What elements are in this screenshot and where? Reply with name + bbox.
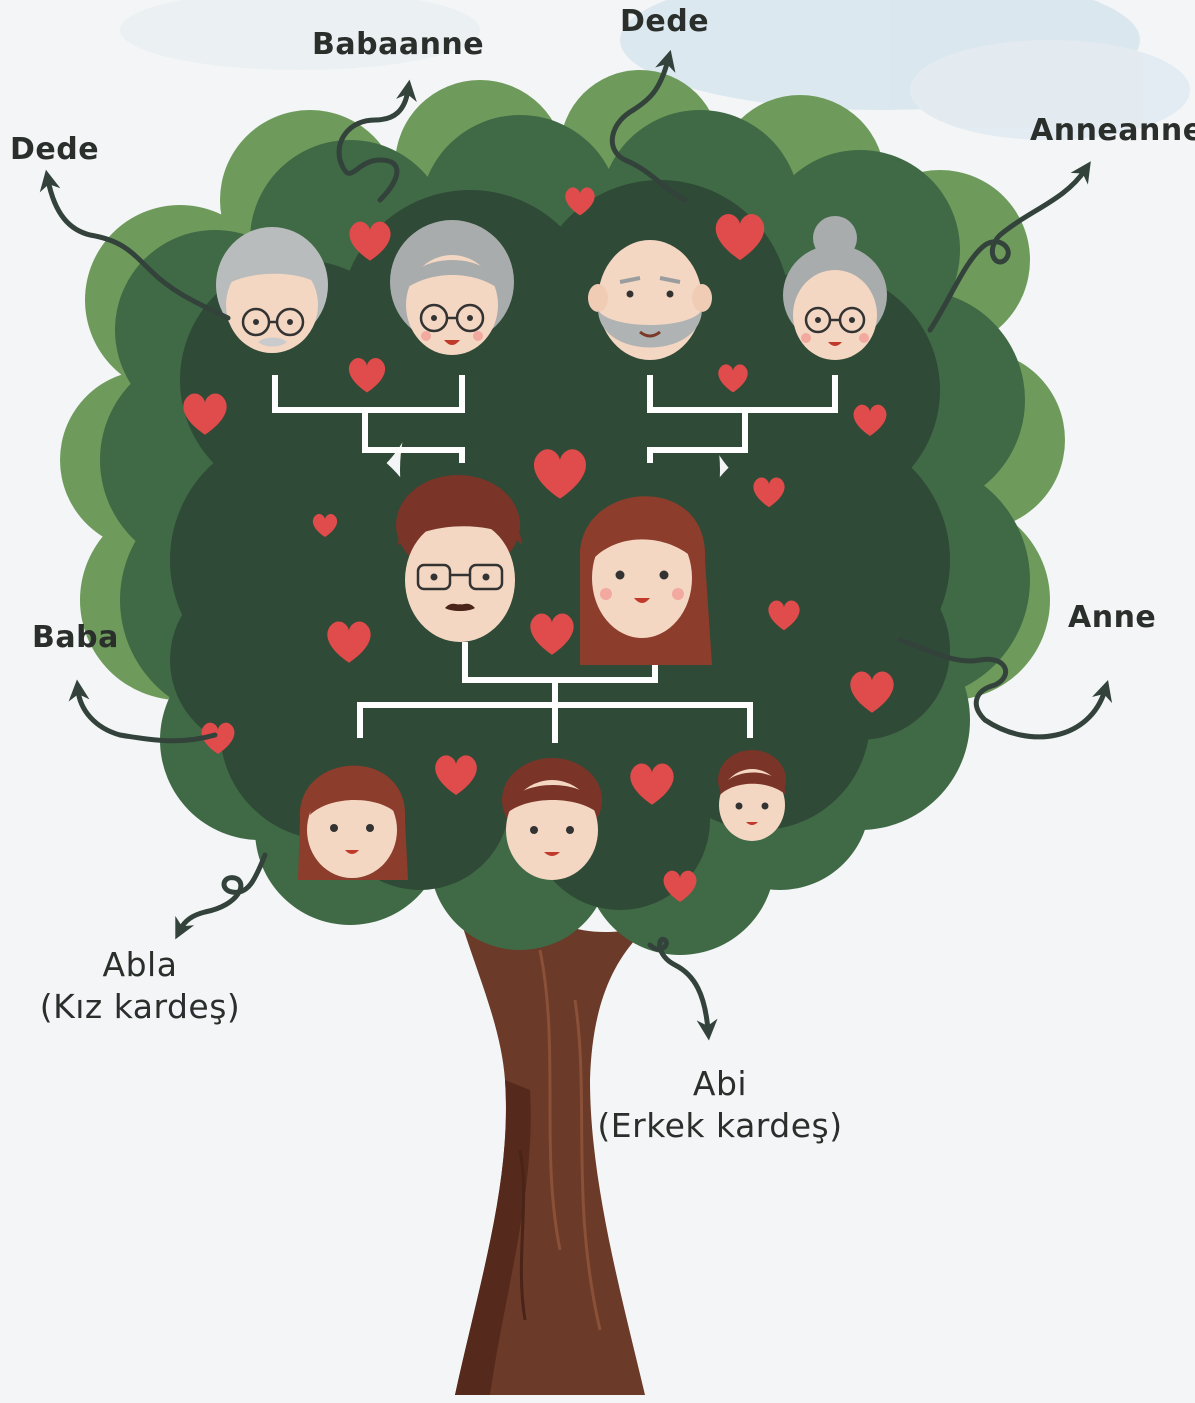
arrow-dede-left	[39, 169, 231, 321]
label-anneanne: Anneanne	[1030, 113, 1195, 148]
label-abi-line2: (Erkek kardeş)	[597, 1106, 843, 1145]
sister-portrait	[298, 765, 408, 880]
label-dede-maternal: Dede	[620, 4, 710, 39]
arrow-baba	[68, 679, 218, 744]
grandmother-paternal-portrait	[390, 220, 514, 355]
family-connectors	[272, 375, 838, 743]
youngest-sibling-portrait	[718, 750, 786, 841]
label-abi: Abi (Erkek kardeş)	[595, 1063, 845, 1147]
arrow-abi	[647, 936, 718, 1041]
annotation-arrows	[39, 49, 1113, 1041]
label-dede-paternal: Dede	[10, 132, 100, 167]
arrow-anneanne	[927, 161, 1091, 333]
tree-trunk	[445, 860, 650, 1395]
label-abi-line1: Abi	[692, 1064, 748, 1103]
arrow-dede-right	[609, 49, 688, 203]
label-abla-line1: Abla	[102, 945, 178, 984]
label-babaanne: Babaanne	[312, 27, 485, 62]
arrow-abla	[175, 852, 268, 940]
brother-portrait	[502, 758, 602, 880]
arrow-anne	[897, 637, 1113, 740]
label-abla: Abla (Kız kardeş)	[35, 944, 245, 1028]
label-anne: Anne	[1068, 600, 1157, 635]
grandfather-maternal-portrait	[588, 240, 712, 360]
sky-wash	[120, 0, 1190, 140]
label-baba: Baba	[32, 620, 119, 655]
father-portrait	[396, 475, 522, 642]
grandmother-maternal-portrait	[783, 216, 887, 360]
label-abla-line2: (Kız kardeş)	[39, 987, 241, 1026]
arrow-babaanne	[336, 79, 417, 203]
grandfather-paternal-portrait	[216, 227, 328, 353]
mother-portrait	[579, 496, 712, 665]
